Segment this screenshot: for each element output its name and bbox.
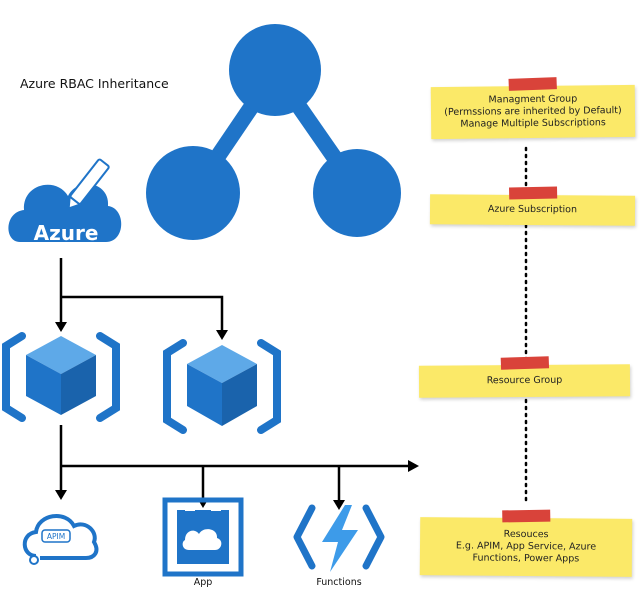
apim-text: APIM	[47, 532, 65, 541]
note-line: Resource Group	[486, 374, 563, 387]
note-resources: Resouces E.g. APIM, App Service, Azure F…	[419, 509, 633, 577]
tape-strip	[500, 356, 549, 370]
resource-group-icon	[163, 339, 281, 434]
note-management-group: Managment Group (Permssions are inherite…	[430, 77, 636, 140]
note-line: Functions, Power Apps	[472, 552, 580, 565]
functions-label: Functions	[316, 577, 362, 588]
note-resource-group: Resource Group	[418, 356, 631, 398]
azure-logo-text: Azure	[34, 221, 99, 245]
note-line: Azure Subscription	[487, 203, 578, 216]
azure-cloud-icon: Azure	[8, 158, 122, 245]
apim-icon: APIM	[22, 513, 99, 565]
note-line: Manage Multiple Subscriptions	[460, 117, 606, 130]
connector-lines	[59, 258, 410, 502]
pen-icon	[67, 158, 110, 210]
app-label: App	[193, 577, 213, 588]
tape-strip	[508, 77, 557, 91]
hierarchy-icon	[146, 24, 401, 240]
tape-strip	[502, 509, 551, 523]
resource-group-icon	[2, 332, 120, 422]
functions-icon	[293, 504, 385, 572]
note-azure-subscription: Azure Subscription	[429, 186, 636, 226]
diagram-title: Azure RBAC Inheritance	[20, 76, 169, 91]
app-service-icon	[162, 497, 244, 577]
tape-strip	[508, 186, 557, 200]
